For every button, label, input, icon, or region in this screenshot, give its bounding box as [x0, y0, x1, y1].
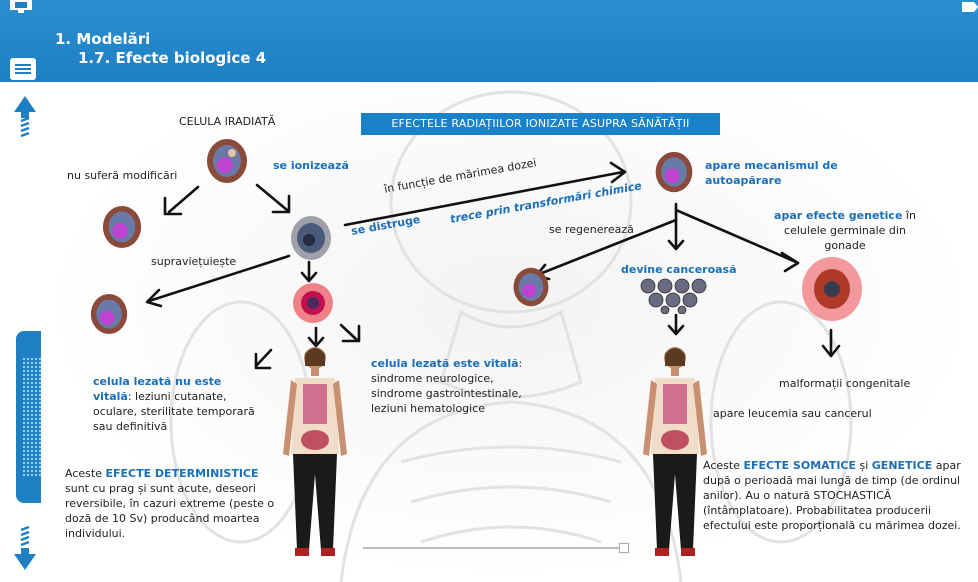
label-vital: celula lezată este vitală: sindrome neur… — [371, 357, 523, 415]
header-bar: 1. Modelări 1.7. Efecte biologice 4 — [0, 0, 978, 82]
label-malformations: malformații congenitale — [779, 377, 911, 390]
regenerated-cell — [513, 267, 549, 307]
label-no-change: nu suferă modificări — [67, 169, 178, 182]
exit-icon[interactable] — [962, 0, 978, 14]
horizontal-scrollbar[interactable] — [363, 547, 628, 549]
label-leukemia: apare leucemia sau cancerul — [713, 407, 872, 420]
surviving-cell — [90, 294, 128, 334]
label-becomes-cancerous: devine canceroasă — [621, 263, 737, 276]
label-ionizes: se ionizează — [273, 159, 349, 172]
genetic-effect-cell — [802, 257, 862, 321]
human-figure-stochastic — [643, 347, 707, 556]
label-survives: supraviețuiește — [151, 255, 237, 268]
background-body-illustration — [169, 90, 853, 582]
section-banner: EFECTELE RADIAȚIILOR IONIZATE ASUPRA SĂN… — [361, 113, 720, 135]
cancerous-cells-cluster — [640, 278, 707, 314]
ionized-cell — [291, 216, 331, 260]
label-self-defense: apare mecanismul de autoapărare — [705, 159, 838, 187]
label-regenerates: se regenerează — [549, 223, 634, 236]
menu-icon[interactable] — [10, 58, 36, 80]
sidebar — [0, 82, 46, 582]
human-figure-deterministic — [283, 347, 347, 556]
page-subtitle: 1.7. Efecte biologice 4 — [78, 49, 267, 67]
label-non-vital: celula lezată nu este vitală: leziuni cu… — [93, 375, 255, 433]
deterministic-effects-text: Aceste EFECTE DETERMINISTICE sunt cu pra… — [65, 467, 275, 540]
label-genetic-effects: apar efecte genetice în celulele germina… — [774, 209, 916, 252]
unchanged-cell — [102, 206, 142, 248]
defended-cell — [655, 151, 693, 193]
label-irradiated-cell: CELULA IRADIATĂ — [179, 115, 276, 128]
content-area: EFECTELE RADIAȚIILOR IONIZATE ASUPRA SĂN… — [41, 82, 978, 582]
scrollbar-thumb[interactable] — [619, 543, 629, 553]
damaged-cell — [293, 283, 333, 323]
up-arrow-icon[interactable] — [14, 96, 36, 142]
down-arrow-icon[interactable] — [14, 524, 36, 570]
irradiated-cell — [207, 139, 247, 183]
diagram-arrows — [145, 161, 841, 370]
stochastic-effects-text: Aceste EFECTE SOMATICE și GENETICE apar … — [703, 459, 961, 532]
page-title: 1. Modelări — [55, 30, 151, 48]
monitor-icon[interactable] — [8, 0, 34, 14]
